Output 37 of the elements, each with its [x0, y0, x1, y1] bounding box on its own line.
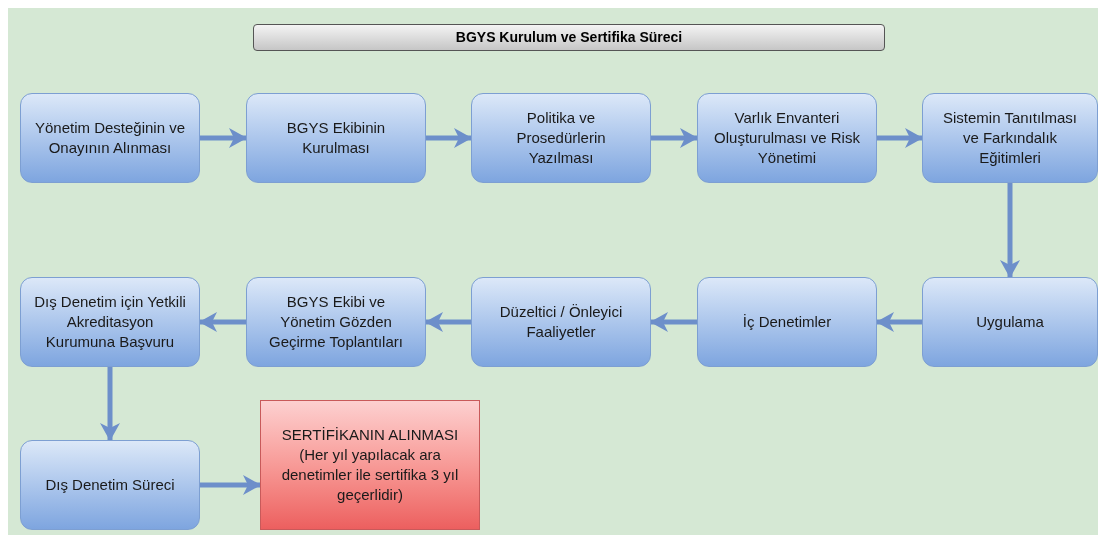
- arrow: [877, 128, 923, 148]
- box-label: SERTİFİKANIN ALINMASI: [281, 425, 459, 445]
- process-box: [246, 277, 426, 367]
- highlight-box: [260, 400, 480, 530]
- arrow: [426, 128, 472, 148]
- box-label: BGYS Ekibinin Kurulması: [285, 118, 387, 158]
- process-box: [20, 93, 200, 183]
- box-label: Yönetim Desteğinin ve Onayının Alınması: [33, 118, 187, 158]
- process-box: [20, 440, 200, 530]
- process-box: [471, 277, 651, 367]
- process-box: [922, 277, 1098, 367]
- box-label: Varlık Envanteri Oluşturulması ve Risk Yönetimi: [713, 108, 861, 168]
- box-label: İç Denetimler: [742, 312, 832, 332]
- box-note: (Her yıl yapılacak ara denetimler ile sertifika 3 yıl geçerlidir): [280, 445, 460, 505]
- arrow: [200, 128, 247, 148]
- process-box: [922, 93, 1098, 183]
- arrow: [876, 312, 922, 332]
- box-label: Sistemin Tanıtılması ve Farkındalık Eğitimleri: [942, 108, 1078, 168]
- arrow: [100, 367, 120, 441]
- box-label: Dış Denetim için Yetkili Akreditasyon Kurumuna Başvuru: [33, 292, 187, 352]
- process-box: [471, 93, 651, 183]
- box-label: Uygulama: [976, 312, 1044, 332]
- process-box: [246, 93, 426, 183]
- process-box: [697, 93, 877, 183]
- process-box: [697, 277, 877, 367]
- box-label: Düzeltici / Önleyici Faaliyetler: [498, 302, 624, 342]
- arrow: [1000, 183, 1020, 278]
- title-bar: BGYS Kurulum ve Sertifika Süreci: [253, 24, 885, 51]
- arrow: [650, 312, 697, 332]
- box-label: Dış Denetim Süreci: [45, 475, 175, 495]
- box-label: Politika ve Prosedürlerin Yazılması: [515, 108, 607, 168]
- process-box: [20, 277, 200, 367]
- box-label: BGYS Ekibi ve Yönetim Gözden Geçirme Toplantıları: [268, 292, 404, 352]
- arrow: [425, 312, 471, 332]
- arrow: [200, 475, 261, 495]
- arrow: [199, 312, 246, 332]
- arrow: [651, 128, 698, 148]
